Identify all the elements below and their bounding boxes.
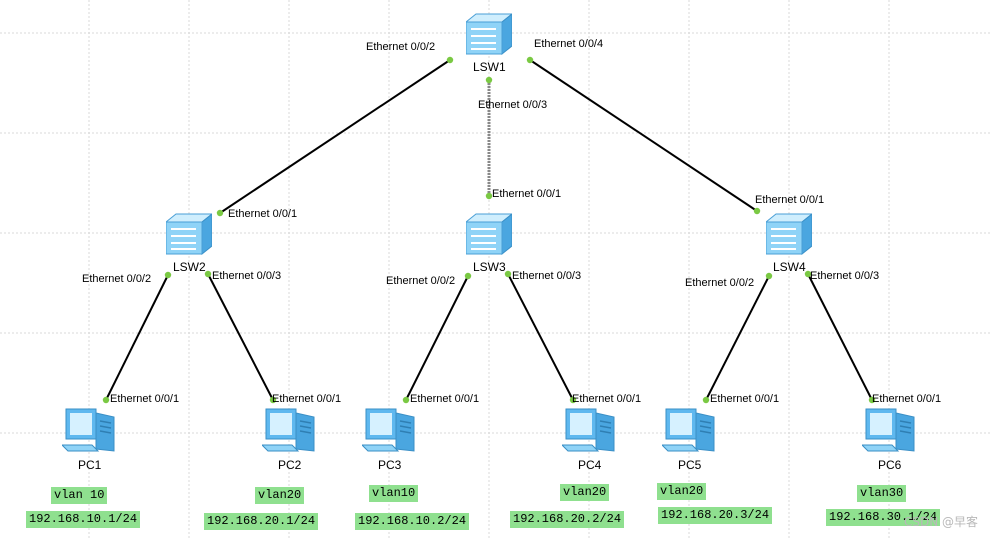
switch-label-lsw3: LSW3	[473, 260, 506, 274]
pc-pc2[interactable]	[260, 405, 318, 462]
vlan-tag-pc3: vlan10	[369, 485, 419, 502]
ip-tag-pc6: 192.168.30.1/24	[826, 509, 941, 526]
port-dot	[402, 396, 410, 404]
port-label-pc2-e001: Ethernet 0/0/1	[272, 393, 342, 405]
port-label-lsw2-e003: Ethernet 0/0/3	[212, 270, 282, 282]
switch-label-lsw2: LSW2	[173, 260, 206, 274]
port-dot	[216, 209, 224, 217]
switch-lsw3[interactable]	[464, 212, 514, 261]
port-label-pc4-e001: Ethernet 0/0/1	[572, 393, 642, 405]
pc-icon	[60, 408, 115, 452]
pc-pc4[interactable]	[560, 405, 618, 462]
switch-label-lsw4: LSW4	[773, 260, 806, 274]
link-lsw4-pc6[interactable]	[807, 273, 873, 401]
ip-tag-pc5: 192.168.20.3/24	[658, 507, 773, 524]
port-label-lsw3-e003: Ethernet 0/0/3	[512, 270, 582, 282]
vlan-tag-pc2: vlan20	[255, 487, 305, 504]
port-dot	[269, 396, 277, 404]
ip-tag-pc3: 192.168.10.2/24	[355, 513, 470, 530]
vlan-tag-pc6: vlan30	[857, 485, 907, 502]
port-label-lsw1-e003: Ethernet 0/0/3	[478, 99, 548, 111]
port-dot	[504, 270, 512, 278]
vlan-tag-pc1: vlan 10	[51, 487, 108, 504]
vlan-tag-pc4: vlan20	[560, 484, 610, 501]
port-dot	[164, 271, 172, 279]
switch-icon	[464, 12, 514, 56]
port-label-pc3-e001: Ethernet 0/0/1	[410, 393, 480, 405]
port-dot	[804, 270, 812, 278]
pc-icon	[560, 408, 615, 452]
port-label-lsw2-e001: Ethernet 0/0/1	[228, 208, 298, 220]
port-dot	[485, 76, 493, 84]
port-label-lsw4-e001: Ethernet 0/0/1	[755, 194, 825, 206]
port-dot	[464, 272, 472, 280]
pc-label-pc3: PC3	[378, 458, 402, 472]
vlan-tag-pc5: vlan20	[657, 483, 707, 500]
pc-label-pc5: PC5	[678, 458, 702, 472]
link-lsw2-pc2[interactable]	[207, 273, 274, 401]
port-dot	[569, 396, 577, 404]
switch-icon	[764, 212, 814, 256]
port-label-lsw4-e002: Ethernet 0/0/2	[685, 277, 755, 289]
link-lsw4-pc5[interactable]	[705, 275, 770, 401]
pc-icon	[860, 408, 915, 452]
switch-label-lsw1: LSW1	[473, 60, 506, 74]
pc-label-pc6: PC6	[878, 458, 902, 472]
switch-lsw4[interactable]	[764, 212, 814, 261]
switch-icon	[464, 212, 514, 256]
pc-pc6[interactable]	[860, 405, 918, 462]
port-label-pc6-e001: Ethernet 0/0/1	[872, 393, 942, 405]
port-dot	[868, 396, 876, 404]
port-label-pc1-e001: Ethernet 0/0/1	[110, 393, 180, 405]
port-dot	[702, 396, 710, 404]
switch-lsw2[interactable]	[164, 212, 214, 261]
pc-label-pc2: PC2	[278, 458, 302, 472]
port-label-lsw3-e002: Ethernet 0/0/2	[386, 275, 456, 287]
pc-icon	[360, 408, 415, 452]
pc-pc5[interactable]	[660, 405, 718, 462]
port-label-lsw2-e002: Ethernet 0/0/2	[82, 273, 152, 285]
link-lsw2-pc1[interactable]	[105, 274, 169, 401]
ip-tag-pc4: 192.168.20.2/24	[510, 511, 625, 528]
pc-pc3[interactable]	[360, 405, 418, 462]
port-label-lsw1-e004: Ethernet 0/0/4	[534, 38, 604, 50]
switch-icon	[164, 212, 214, 256]
port-dot	[526, 56, 534, 64]
link-lsw3-pc3[interactable]	[405, 275, 469, 401]
port-dot	[753, 207, 761, 215]
port-label-lsw1-e002: Ethernet 0/0/2	[366, 41, 436, 53]
port-label-lsw3-e001: Ethernet 0/0/1	[492, 188, 562, 200]
port-dot	[204, 270, 212, 278]
pc-label-pc1: PC1	[78, 458, 102, 472]
pc-icon	[660, 408, 715, 452]
port-label-pc5-e001: Ethernet 0/0/1	[710, 393, 780, 405]
link-lsw1-lsw2[interactable]	[219, 59, 451, 214]
port-dot	[446, 56, 454, 64]
pc-pc1[interactable]	[60, 405, 118, 462]
port-label-lsw4-e003: Ethernet 0/0/3	[810, 270, 880, 282]
watermark: CSDN @早客	[903, 515, 978, 529]
ip-tag-pc2: 192.168.20.1/24	[204, 513, 319, 530]
switch-lsw1[interactable]	[464, 12, 514, 61]
link-lsw3-pc4[interactable]	[507, 273, 574, 401]
pc-icon	[260, 408, 315, 452]
pc-label-pc4: PC4	[578, 458, 602, 472]
ip-tag-pc1: 192.168.10.1/24	[26, 511, 141, 528]
port-dot	[485, 192, 493, 200]
port-dot	[765, 272, 773, 280]
port-dot	[102, 396, 110, 404]
link-lsw1-lsw4[interactable]	[529, 59, 758, 212]
